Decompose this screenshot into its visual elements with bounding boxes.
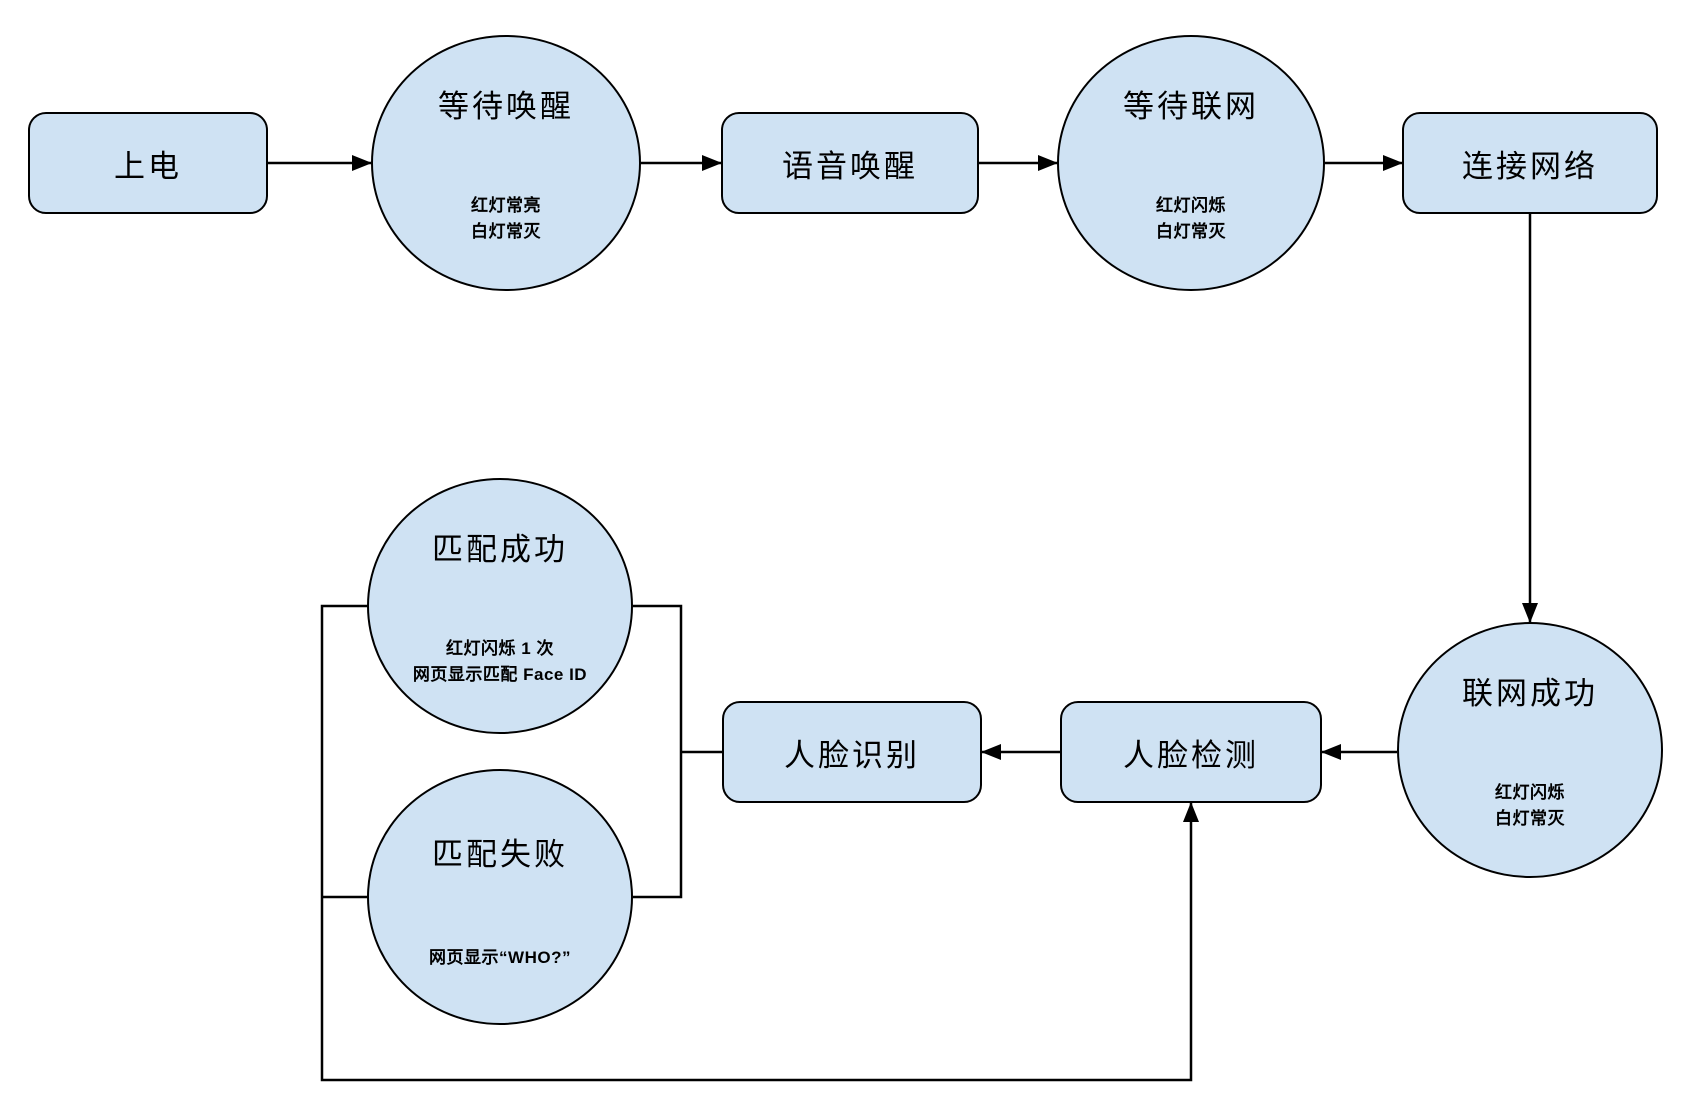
node-wait-wake: 等待唤醒 红灯常亮 白灯常灭 (371, 35, 641, 291)
node-connect-network: 连接网络 (1402, 112, 1658, 214)
node-face-recognize: 人脸识别 (722, 701, 982, 803)
node-match-fail-sublabel: 网页显示“WHO?” (429, 947, 571, 967)
node-wait-network-sublabel: 红灯闪烁 白灯常灭 (1156, 196, 1226, 241)
node-match-success: 匹配成功 红灯闪烁 1 次 网页显示匹配 Face ID (367, 478, 633, 734)
node-match-fail: 匹配失败 网页显示“WHO?” (367, 769, 633, 1025)
node-power-on: 上电 (28, 112, 268, 214)
node-match-success-label: 匹配成功 (432, 532, 568, 568)
node-match-success-sublabel: 红灯闪烁 1 次 网页显示匹配 Face ID (412, 639, 588, 684)
node-face-recognize-label: 人脸识别 (784, 737, 920, 773)
node-wait-wake-sublabel: 红灯常亮 白灯常灭 (471, 196, 541, 241)
node-network-success: 联网成功 红灯闪烁 白灯常灭 (1397, 622, 1663, 878)
node-connect-network-label: 连接网络 (1462, 148, 1598, 184)
node-match-fail-label: 匹配失败 (432, 836, 568, 872)
node-network-success-label: 联网成功 (1462, 676, 1598, 712)
node-voice-wake: 语音唤醒 (721, 112, 979, 214)
node-wait-network-label: 等待联网 (1123, 89, 1259, 125)
node-wait-wake-label: 等待唤醒 (438, 89, 574, 125)
node-network-success-sublabel: 红灯闪烁 白灯常灭 (1495, 783, 1565, 828)
node-voice-wake-label: 语音唤醒 (782, 148, 918, 184)
node-face-detect: 人脸检测 (1060, 701, 1322, 803)
edge-match-results-loop-to-face-detect (320, 604, 1199, 1082)
node-face-detect-label: 人脸检测 (1123, 737, 1259, 773)
node-power-on-label: 上电 (114, 148, 182, 184)
node-wait-network: 等待联网 红灯闪烁 白灯常灭 (1057, 35, 1325, 291)
